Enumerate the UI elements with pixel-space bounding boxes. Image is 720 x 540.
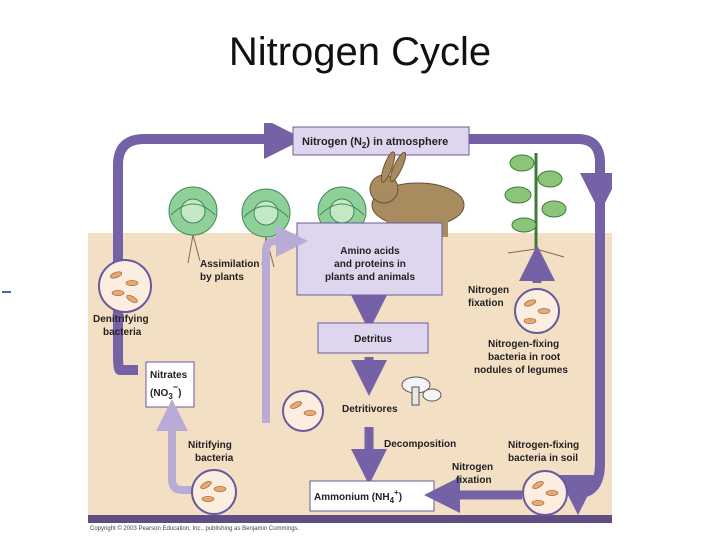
diagram-canvas: Nitrogen (N2) in atmosphere [88,119,620,523]
decomposition-label: Decomposition [384,439,456,450]
cabbage-plant-2 [241,188,291,238]
nitrogen-fixation-2-label-2: fixation [456,475,492,486]
soil-bacteria-label-2: bacteria in soil [508,453,578,464]
atmosphere-box [292,126,470,156]
denitrifying-label-1: Denitrifying [93,314,149,325]
soil-bacteria-label-1: Nitrogen-fixing [508,440,579,451]
atmosphere-to-legumes-arrow [460,134,620,213]
detritus-box [317,322,429,354]
amino-acids-label-2: and proteins in [334,259,406,270]
nitrifying-bacteria-cell [191,469,237,515]
ammonium-box [309,480,435,512]
amino-acids-box [296,222,443,296]
stray-mark [2,291,11,293]
denitrifying-bacteria-cell [98,259,152,313]
nitrogen-fixation-label-1: Nitrogen [468,285,509,296]
nitrifying-label-2: bacteria [195,453,234,464]
legume-plant [504,153,567,276]
nodule-bacteria-label-1: Nitrogen-fixing [488,339,559,350]
ammonium-label: Ammonium (NH4+) [314,488,402,505]
copyright-notice: Copyright © 2003 Pearson Education, Inc.… [90,526,300,532]
atmosphere-to-soil-bacteria-arrow [558,198,605,515]
nodule-bacteria-label-2: bacteria in root [488,352,561,363]
soil-bottom-band [88,515,612,523]
denitrifying-label-2: bacteria [103,327,142,338]
assimilation-label-2: by plants [200,272,244,283]
detritivores-cell [282,390,324,432]
root-nodule-bacteria-cell [514,288,560,334]
nodule-bacteria-label-3: nodules of legumes [474,365,568,376]
nitrifying-label-1: Nitrifying [188,440,232,451]
page-title: Nitrogen Cycle [228,30,492,74]
detritus-label: Detritus [354,334,392,345]
amino-acids-label-1: Amino acids [340,246,400,257]
nitrogen-fixation-label-2: fixation [468,298,504,309]
amino-acids-label-3: plants and animals [325,272,415,283]
nitrogen-fixation-2-label-1: Nitrogen [452,462,493,473]
denitrification-arrow [113,119,304,375]
assimilation-arrow [262,225,308,423]
nitrates-formula: (NO3−) [150,382,181,401]
detritivores-label: Detritivores [342,404,398,415]
cabbage-plant-1 [168,186,218,236]
nitrates-label-1: Nitrates [150,370,188,381]
atmosphere-label: Nitrogen (N2) in atmosphere [302,136,448,150]
soil-bacteria-cell [522,470,568,516]
assimilation-label-1: Assimilation [200,259,259,270]
mushrooms [401,376,442,406]
nitrogen-cycle-diagram: Nitrogen (N2) in atmosphere [88,119,620,523]
nitrification-arrow [156,399,204,494]
